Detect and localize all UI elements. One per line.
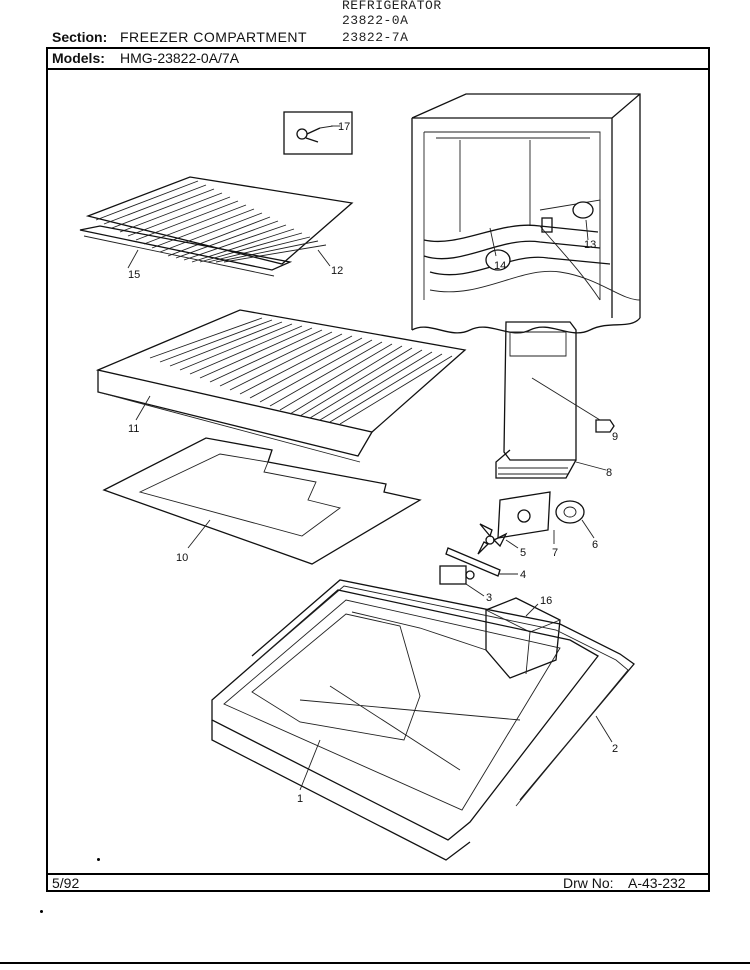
model-code-1: 23822-0A [342, 13, 409, 28]
date-stamp: 5/92 [52, 875, 80, 891]
callout-2: 2 [612, 743, 618, 755]
model-code-2: 23822-7A [342, 30, 409, 45]
part-5-fan-blade [477, 523, 508, 555]
part-1-freezer-floor [211, 589, 599, 861]
models-value: HMG-23822-0A/7A [120, 50, 240, 66]
callout-7: 7 [552, 547, 558, 559]
part-9-screw [531, 377, 615, 433]
section-value: FREEZER COMPARTMENT [120, 29, 308, 45]
part-4-motor-mount [445, 547, 501, 577]
callout-6: 6 [592, 539, 598, 551]
leader-lines [127, 125, 613, 791]
callout-16: 16 [540, 595, 552, 607]
part-8-air-duct [495, 321, 577, 479]
part-15-shelf-glide [79, 225, 293, 277]
part-17-clip [283, 111, 353, 155]
drawing-frame [46, 47, 710, 892]
drawing-number: A-43-232 [628, 875, 686, 891]
part-3-fan-motor [439, 565, 475, 585]
scan-speck [40, 910, 43, 913]
page-bottom-rule [0, 962, 750, 964]
callout-1: 1 [297, 793, 303, 805]
callout-9: 9 [612, 431, 618, 443]
callout-10: 10 [176, 552, 188, 564]
callout-14: 14 [494, 260, 506, 272]
callout-5: 5 [520, 547, 526, 559]
callout-4: 4 [520, 569, 526, 581]
models-divider [46, 68, 710, 70]
callout-12: 12 [331, 265, 343, 277]
callout-15: 15 [128, 269, 140, 281]
callout-17: 17 [338, 121, 350, 133]
footer-divider [46, 873, 710, 875]
models-label: Models: [52, 50, 105, 66]
part-7-fan-bracket [497, 491, 551, 539]
product-name: REFRIGERATOR [342, 0, 442, 13]
scan-speck [97, 858, 100, 861]
section-label: Section: [52, 29, 108, 45]
callout-3: 3 [486, 592, 492, 604]
part-11-freezer-shelf [95, 309, 467, 463]
drawing-number-label: Drw No: [563, 875, 614, 891]
part-6-fan-grommet [555, 500, 585, 524]
callout-11: 11 [128, 423, 139, 435]
part-12-wire-shelf [85, 176, 354, 265]
cabinet-liner [411, 93, 641, 334]
callout-8: 8 [606, 467, 612, 479]
part-10-cover-panel [102, 437, 422, 565]
callout-13: 13 [584, 239, 596, 251]
part-2-trim-strip [251, 579, 635, 807]
